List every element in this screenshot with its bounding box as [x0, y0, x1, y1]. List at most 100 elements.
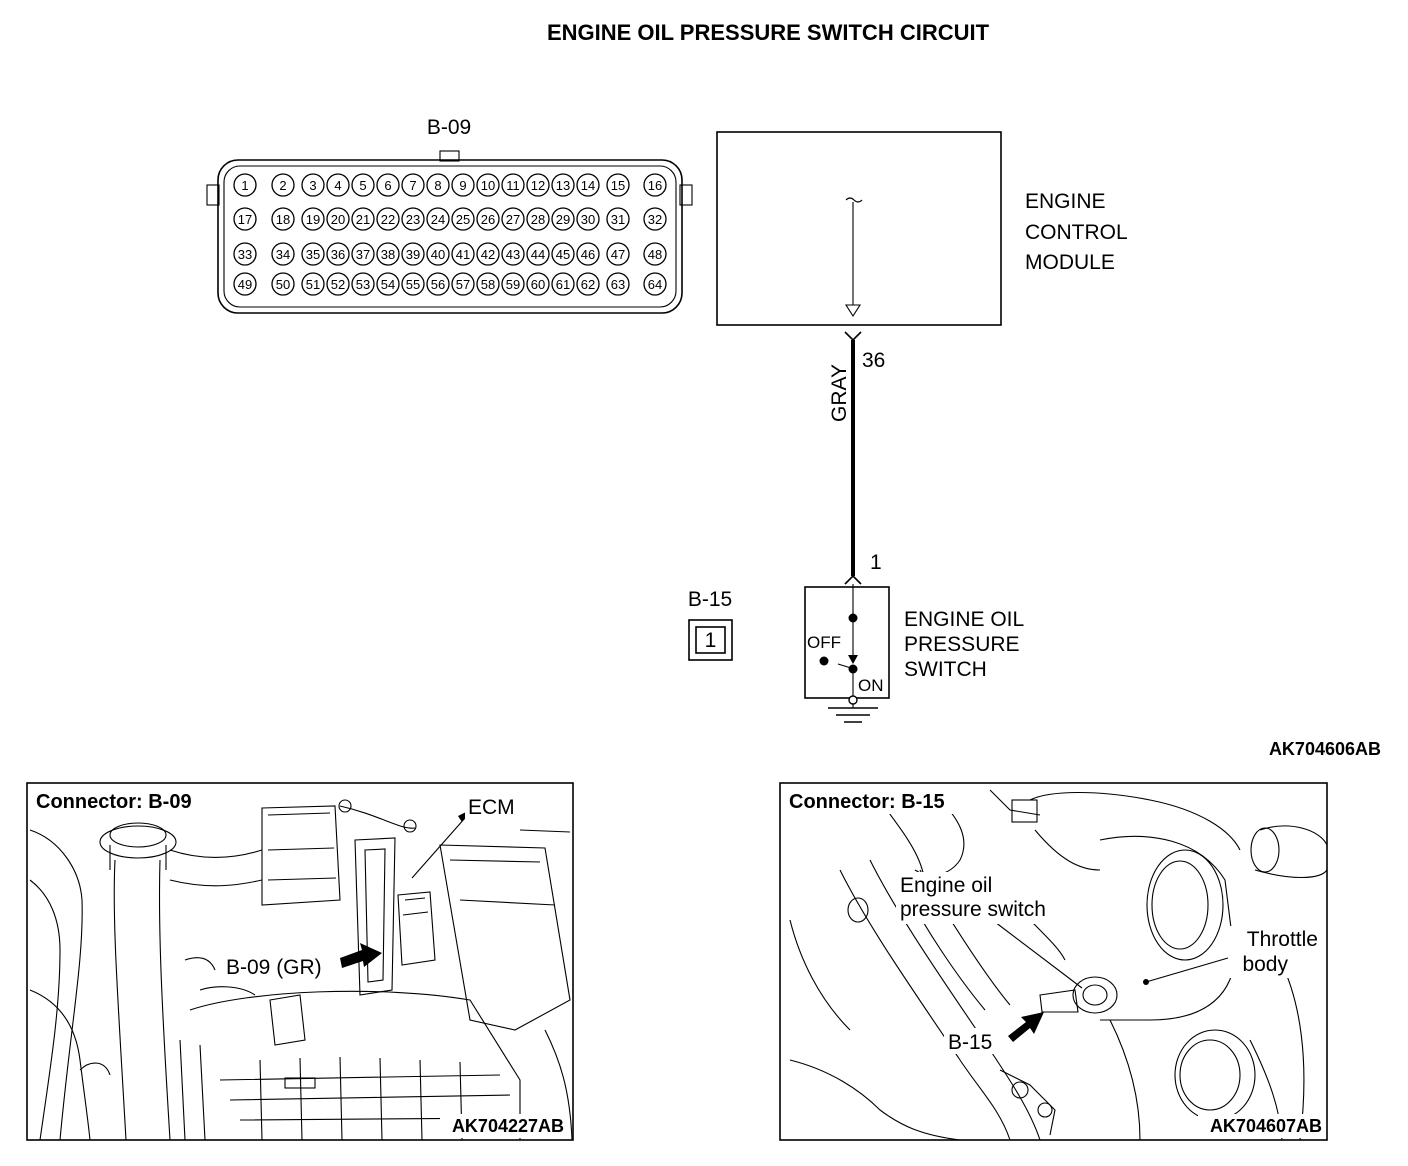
- switch-photo-label-line-2: pressure switch: [900, 898, 1046, 921]
- b15-callout-arrow-icon: [1008, 1012, 1044, 1042]
- photo-left-code: AK704227AB: [452, 1116, 564, 1136]
- pin-socket: [326, 207, 350, 231]
- throttle-leader-line: [1145, 957, 1229, 983]
- pin-socket: [271, 207, 295, 231]
- throttle-label-line-2: body: [1242, 953, 1288, 976]
- pin-socket: [233, 242, 257, 266]
- pin-number: 23: [406, 212, 420, 227]
- ecm-terminal-chevron: [844, 331, 862, 342]
- pin-socket: [526, 207, 550, 231]
- pin-number: 58: [481, 277, 495, 292]
- pin-socket: [643, 207, 667, 231]
- switch-off-label: OFF: [807, 633, 841, 652]
- engine-oil-pressure-switch: OFF ON ENGINE OIL PRESSURE SWITCH: [804, 584, 1024, 723]
- b15-callout-label: B-15: [948, 1031, 992, 1054]
- pin-socket: [643, 173, 667, 197]
- pin-socket: [426, 272, 450, 296]
- engine-control-module: ENGINE CONTROL MODULE: [716, 131, 1128, 326]
- photo-left-frame: [26, 782, 574, 1141]
- switch-plunger-arrow-icon: [848, 655, 858, 664]
- switch-box: [804, 586, 890, 699]
- switch-contact-on: [848, 664, 858, 674]
- pin-number: 64: [648, 277, 662, 292]
- switch-label-line-1: ENGINE OIL: [904, 608, 1024, 631]
- pin-number: 27: [506, 212, 520, 227]
- pin-socket: [526, 242, 550, 266]
- pin-socket: [606, 207, 630, 231]
- connector-left-tab: [206, 184, 220, 206]
- pin-socket: [526, 272, 550, 296]
- ecm-box: [716, 131, 1002, 326]
- pin-socket: [301, 242, 325, 266]
- pin-number: 8: [434, 178, 441, 193]
- pin-number: 60: [531, 277, 545, 292]
- wire-color-label: GRAY: [828, 364, 851, 422]
- pin-socket: [426, 207, 450, 231]
- pin-number: 51: [306, 277, 320, 292]
- connector-b15-pin: 1: [705, 629, 717, 652]
- pin-socket: [271, 242, 295, 266]
- photo-left-heading-bg: [32, 788, 228, 814]
- switch-photo-label-line-1: Engine oil: [900, 874, 992, 897]
- pin-number: 7: [409, 178, 416, 193]
- ecm-label-line-3: MODULE: [1025, 251, 1115, 274]
- pin-socket: [501, 242, 525, 266]
- connector-b15-inner-box: [695, 626, 726, 654]
- pin-number: 46: [581, 247, 595, 262]
- pin-number: 25: [456, 212, 470, 227]
- connector-b09-housing: [217, 159, 683, 314]
- b15-callout-bg: [944, 1028, 1004, 1054]
- pin-number: 49: [238, 277, 252, 292]
- pin-number: 26: [481, 212, 495, 227]
- pin-number: 12: [531, 178, 545, 193]
- pin-number: 13: [556, 178, 570, 193]
- pin-number: 34: [276, 247, 290, 262]
- pin-number: 48: [648, 247, 662, 262]
- connector-right-tab: [679, 184, 693, 206]
- photo-right-frame: [779, 782, 1328, 1141]
- pin-number: 14: [581, 178, 595, 193]
- pin-socket: [501, 272, 525, 296]
- pin-number: 9: [459, 178, 466, 193]
- throttle-label-bg: [1230, 926, 1322, 978]
- pin-number: 41: [456, 247, 470, 262]
- pin-socket: [326, 242, 350, 266]
- connector-latch: [439, 150, 460, 162]
- pin-socket: [551, 207, 575, 231]
- pin-socket: [551, 272, 575, 296]
- pin-socket: [576, 207, 600, 231]
- connector-b15-label: B-15: [688, 588, 732, 611]
- switch-leader-line: [994, 921, 1083, 989]
- pin-number: 56: [431, 277, 445, 292]
- pin-socket: [301, 173, 325, 197]
- pin-number: 17: [238, 212, 252, 227]
- ecm-leader-line: [411, 817, 466, 879]
- photo-connector-b09: Connector: B-09 ECM B-09 (GR) AK704227AB: [26, 782, 574, 1141]
- pin-number: 35: [306, 247, 320, 262]
- pin-number: 11: [506, 178, 520, 193]
- pin-number: 40: [431, 247, 445, 262]
- pin-socket: [301, 207, 325, 231]
- pin-number: 2: [279, 178, 286, 193]
- pin-socket: [351, 173, 375, 197]
- pin-socket: [233, 207, 257, 231]
- pin-socket: [551, 173, 575, 197]
- switch-contact-top: [848, 613, 858, 623]
- connector-b09-label: B-09: [427, 116, 471, 139]
- pin-number: 54: [381, 277, 395, 292]
- ecm-internal-tilde: [845, 197, 863, 203]
- pin-socket: [476, 242, 500, 266]
- pin-socket: [451, 207, 475, 231]
- switch-photo-label-bg: [896, 872, 1074, 924]
- pin-socket: [401, 207, 425, 231]
- pin-number: 16: [648, 178, 662, 193]
- throttle-leader-dot: [1143, 979, 1149, 985]
- b09-callout-bg: [222, 952, 340, 980]
- pin-number: 32: [648, 212, 662, 227]
- pin-number: 22: [381, 212, 395, 227]
- pin-socket: [401, 173, 425, 197]
- pin-socket: [451, 272, 475, 296]
- pin-number: 33: [238, 247, 252, 262]
